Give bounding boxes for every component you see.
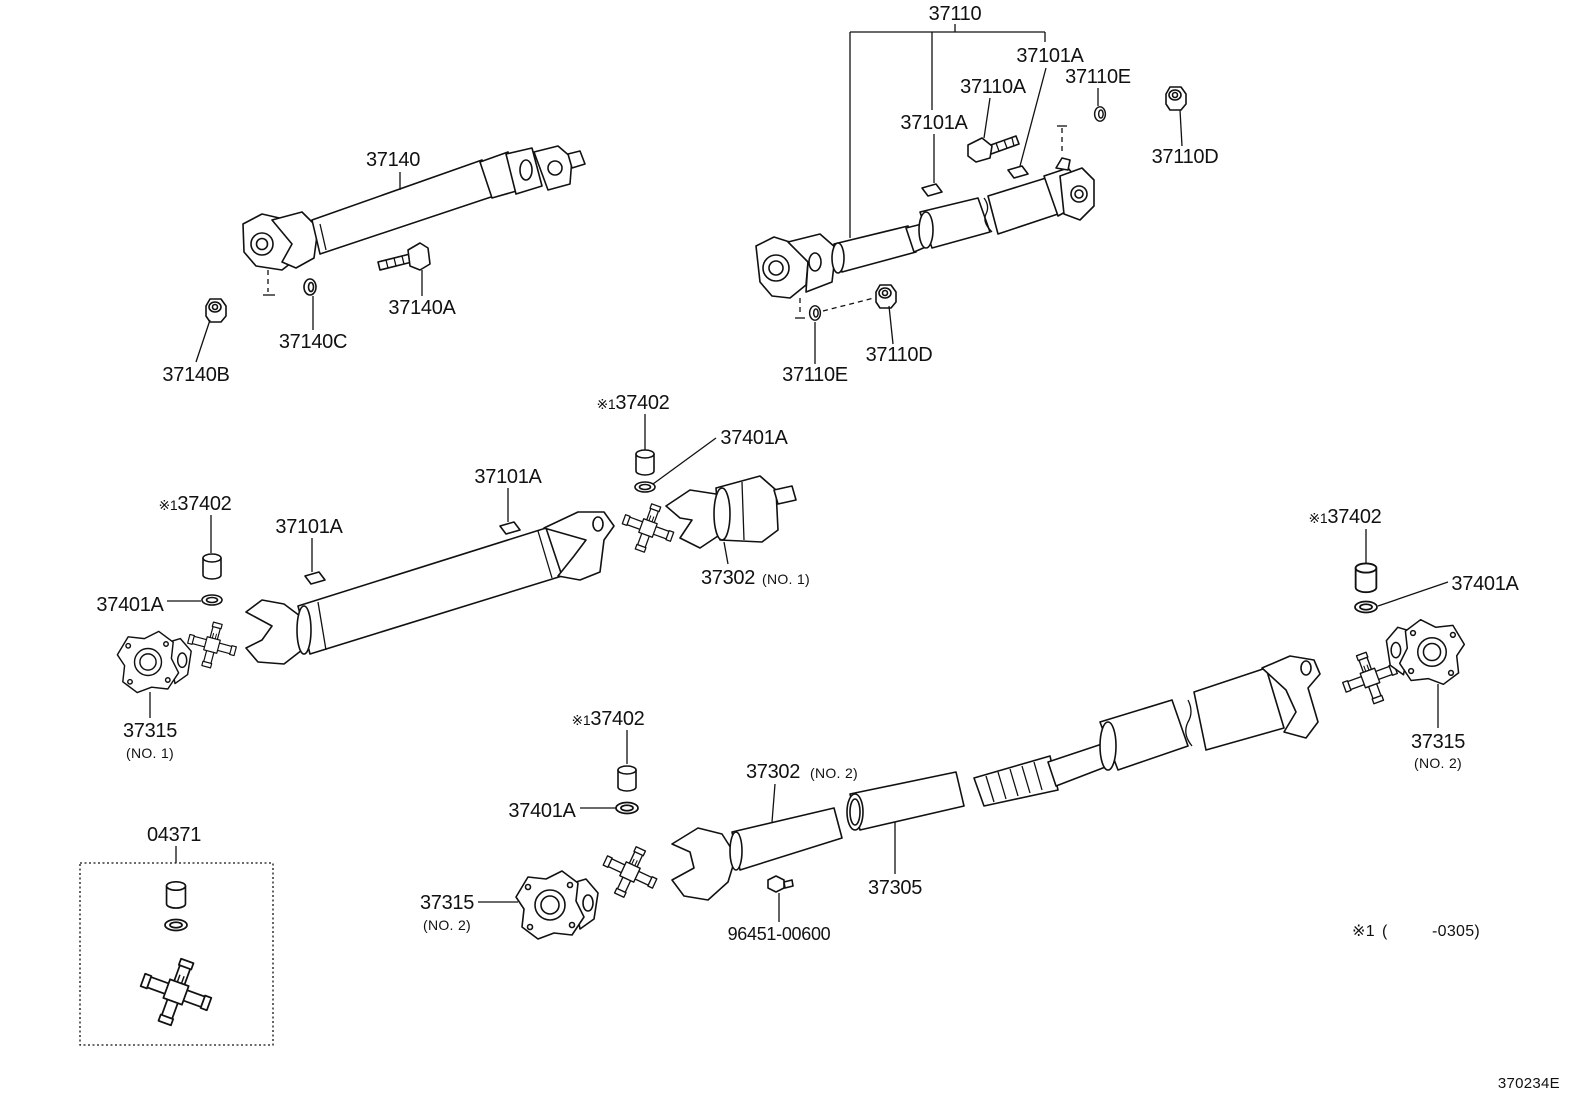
part-labels: 37110 37101A 37110A 37110E 37101A 37110D… (96, 3, 1560, 1092)
label-37401A-front-left: 37401A (96, 594, 164, 616)
balance-patch-37101A-upper-left (921, 183, 943, 197)
label-37402-rear-left: ※137402 (571, 708, 644, 730)
flange-dash-guide-37140 (263, 270, 275, 296)
label-37315-no2-left: 37315 (420, 892, 474, 914)
label-37110: 37110 (929, 3, 982, 25)
label-04371: 04371 (147, 824, 201, 846)
label-37101A-top-left: 37101A (900, 112, 968, 134)
leader-lines (149, 24, 1449, 922)
slip-yoke-37302-no1 (665, 475, 797, 549)
label-37101A-front-left: 37101A (275, 516, 343, 538)
figure-id: 370234E (1498, 1075, 1560, 1092)
balance-patch-37101A-front-left (304, 571, 326, 585)
kit-spider (130, 948, 222, 1036)
label-37110D-top: 37110D (1152, 146, 1219, 168)
yoke-37302-no2 (671, 807, 843, 901)
snap-ring-37401A-front-right (634, 481, 656, 493)
bearing-cap-37402-rear-left (617, 765, 637, 792)
label-37101A-top-right: 37101A (1016, 45, 1084, 67)
flange-37315-no2-right (1385, 618, 1466, 686)
note-37302-no2: (NO. 2) (810, 765, 858, 781)
label-37401A-front-right: 37401A (720, 427, 788, 449)
label-37402-rear-right: ※137402 (1308, 506, 1381, 528)
washer-37110E-top (1093, 106, 1107, 122)
nut-37140B (205, 298, 227, 323)
footnote-mark: ※1 (571, 712, 590, 728)
part-number: 37402 (590, 708, 644, 730)
shaft-37110 (755, 157, 1095, 299)
note-37315-no1: (NO. 1) (126, 745, 174, 761)
label-37402-front-left: ※137402 (158, 493, 231, 515)
part-number: 37402 (1327, 506, 1381, 528)
label-37401A-rear-right: 37401A (1451, 573, 1519, 595)
label-37302-no2: 37302 (746, 761, 800, 783)
shaft-37140 (242, 145, 586, 271)
sleeve-37305 (846, 771, 965, 831)
note-37302-no1: (NO. 1) (762, 571, 810, 587)
nut-37110D-top (1165, 86, 1187, 111)
footnote-open-paren: ( (1382, 923, 1388, 940)
bolt-37140A (377, 242, 431, 271)
footnote-mark: ※1 (1308, 510, 1327, 526)
label-37101A-front-right: 37101A (474, 466, 542, 488)
label-37110E-bottom: 37110E (782, 364, 848, 386)
bolt-37110A (967, 135, 1020, 163)
label-37110A: 37110A (960, 76, 1027, 98)
note-37315-no2-right: (NO. 2) (1414, 755, 1462, 771)
label-37140B: 37140B (162, 364, 229, 386)
balance-patch-37101A-front-right (499, 521, 521, 535)
kit-bearing-cap (165, 880, 187, 909)
label-37140C: 37140C (279, 331, 347, 353)
grease-fitting-96451-00600 (767, 875, 794, 893)
label-37315-no1: 37315 (123, 720, 177, 742)
label-37402-front-right: ※137402 (596, 392, 669, 414)
label-37140: 37140 (366, 149, 420, 171)
part-number: 37402 (615, 392, 669, 414)
snap-ring-37401A-front-left (201, 594, 223, 606)
label-37110D-bottom: 37110D (866, 344, 933, 366)
nut-37110D-bottom (875, 284, 897, 309)
washer-37110E-bottom (808, 305, 822, 321)
shaft-front-tube (245, 511, 615, 665)
flange-dash-guide-37110 (795, 297, 875, 319)
footnote-mark: ※1 (158, 497, 177, 513)
bearing-cap-37402-rear-right (1354, 562, 1378, 594)
note-37315-no2-left: (NO. 2) (423, 917, 471, 933)
part-number: 37402 (177, 493, 231, 515)
flange-37315-no2-left (515, 870, 599, 940)
shaft-rear-tube (973, 655, 1321, 807)
label-37110E-top: 37110E (1065, 66, 1131, 88)
bearing-cap-37402-front-left (202, 553, 222, 580)
label-37140A: 37140A (388, 297, 456, 319)
snap-ring-37401A-rear-right (1354, 600, 1378, 614)
footnote-range: -0305) (1432, 923, 1480, 940)
bearing-cap-37402-front-right (635, 449, 655, 476)
spider-rear-left (593, 836, 667, 908)
washer-37140C (303, 278, 317, 296)
spider-front-left (182, 616, 242, 674)
footnote-mark: ※1 (1352, 923, 1375, 940)
kit-box-04371 (79, 862, 274, 1046)
flange-37315-no1 (116, 630, 192, 694)
label-37315-no2-right: 37315 (1411, 731, 1465, 753)
label-37302-no1: 37302 (701, 567, 755, 589)
label-96451-00600: 96451-00600 (728, 924, 831, 944)
snap-ring-37401A-rear-left (615, 801, 639, 815)
bolt-guide-mark (1057, 125, 1067, 152)
label-37401A-rear-left: 37401A (508, 800, 576, 822)
label-37305: 37305 (868, 877, 922, 899)
footnote-mark: ※1 (596, 396, 615, 412)
balance-patch-37101A-upper-right (1007, 165, 1029, 179)
kit-snap-ring (164, 918, 188, 932)
